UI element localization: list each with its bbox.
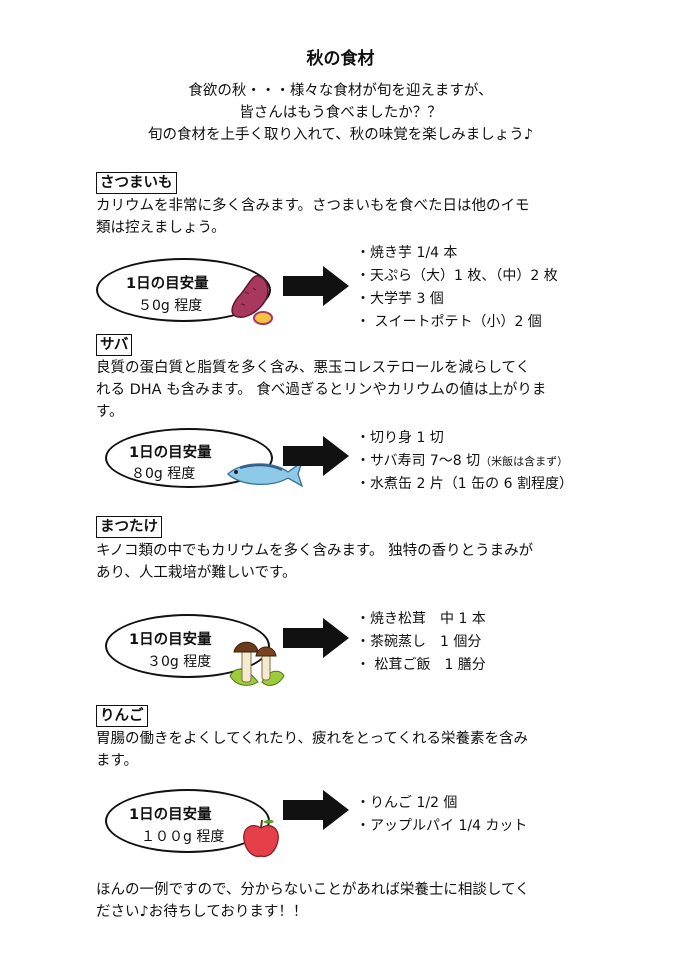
section-body-line: 良質の蛋白質と脂質を多く含み、悪玉コレステロールを減らしてく: [96, 360, 531, 376]
section-body-line: 胃腸の働きをよくしてくれたり、疲れをとってくれる栄養素を含み: [96, 731, 528, 747]
example-item: ・焼き松茸 中 1 本: [356, 611, 486, 627]
section-heading-apple: りんご: [96, 705, 148, 727]
page-title: 秋の食材: [306, 49, 375, 69]
intro-line-2: 皆さんはもう食べましたか？？: [239, 105, 442, 121]
daily-amount-oval: 1日の目安量 １００g 程度: [105, 789, 270, 853]
example-item: ・ 松茸ご飯 1 膳分: [356, 657, 486, 673]
examples-list: ・りんご 1/2 個 ・アップルパイ 1/4 カット: [356, 792, 527, 838]
section-body-line: カリウムを非常に多く含みます。さつまいもを食べた日は他のイモ: [96, 198, 530, 214]
matsutake-icon: [229, 641, 285, 686]
section-body-line: す。: [96, 404, 124, 420]
arrow-icon: [283, 436, 349, 476]
daily-amount-oval: 1日の目安量 ３0g 程度: [105, 614, 270, 678]
example-item: ・切り身 1 切: [356, 430, 444, 446]
section-heading-sweet-potato: さつまいも: [96, 172, 177, 194]
arrow-icon: [283, 790, 349, 830]
examples-list: ・切り身 1 切 ・サバ寿司 7〜8 切（米飯は含まず） ・水煮缶 2 片（1 …: [356, 427, 573, 496]
section-heading-matsutake: まつたけ: [96, 516, 162, 538]
section-body-line: れる DHA も含みます。 食べ過ぎるとリンやカリウムの値は上がりま: [96, 382, 547, 398]
examples-list: ・焼き芋 1/4 本 ・天ぷら（大）1 枚、（中）2 枚 ・大学芋 3 個 ・ …: [356, 242, 558, 334]
section-body-line: ます。: [96, 753, 139, 769]
section-body-line: 類は控えましょう。: [96, 220, 226, 236]
example-item: ・りんご 1/2 個: [356, 795, 458, 811]
example-item: ・水煮缶 2 片（1 缶の 6 割程度）: [356, 476, 573, 492]
intro-line-1: 食欲の秋・・・様々な食材が旬を迎えますが、: [188, 83, 493, 99]
example-item: ・茶碗蒸し 1 個分: [356, 634, 482, 650]
examples-list: ・焼き松茸 中 1 本 ・茶碗蒸し 1 個分 ・ 松茸ご飯 1 膳分: [356, 608, 486, 677]
daily-amount-oval: 1日の目安量 ５0g 程度: [96, 258, 271, 322]
example-item: ・ スイートポテト（小）2 個: [356, 314, 542, 330]
apple-icon: [243, 819, 279, 858]
example-item: ・天ぷら（大）1 枚、（中）2 枚: [356, 268, 558, 284]
daily-amount-value: ８0g 程度: [131, 466, 196, 482]
closing-line: ださい♪お待ちしております！！: [96, 904, 308, 920]
example-item: ・サバ寿司 7〜8 切（米飯は含まず）: [356, 450, 573, 473]
daily-amount-value: １００g 程度: [141, 829, 225, 845]
closing-line: ほんの一例ですので、分からないことがあれば栄養士に相談してく: [96, 882, 530, 898]
daily-amount-title: 1日の目安量: [129, 632, 212, 648]
intro-line-3: 旬の食材を上手く取り入れて、秋の味覚を楽しみましょう♪: [147, 127, 534, 143]
example-item: ・アップルパイ 1/4 カット: [356, 818, 528, 834]
daily-amount-oval: 1日の目安量 ８0g 程度: [105, 428, 273, 488]
example-item: ・大学芋 3 個: [356, 291, 444, 307]
arrow-icon: [283, 266, 349, 306]
daily-amount-title: 1日の目安量: [129, 445, 212, 461]
example-item: ・焼き芋 1/4 本: [356, 245, 458, 261]
arrow-icon: [283, 618, 349, 658]
section-heading-mackerel: サバ: [96, 334, 133, 356]
section-body-line: キノコ類の中でもカリウムを多く含みます。 独特の香りとうまみが: [96, 543, 534, 559]
daily-amount-value: ３0g 程度: [147, 654, 212, 670]
daily-amount-value: ５0g 程度: [138, 298, 203, 314]
section-body-line: あり、人工栽培が難しいです。: [96, 565, 297, 581]
mackerel-icon: [227, 460, 304, 488]
example-item-text: ・サバ寿司 7〜8 切: [356, 453, 481, 469]
daily-amount-title: 1日の目安量: [129, 807, 212, 823]
sweet-potato-icon: [231, 275, 273, 325]
closing-note: ほんの一例ですので、分からないことがあれば栄養士に相談してく ださい♪お待ちして…: [96, 879, 530, 923]
daily-amount-title: 1日の目安量: [126, 276, 209, 292]
example-note: （米飯は含まず）: [480, 455, 569, 468]
